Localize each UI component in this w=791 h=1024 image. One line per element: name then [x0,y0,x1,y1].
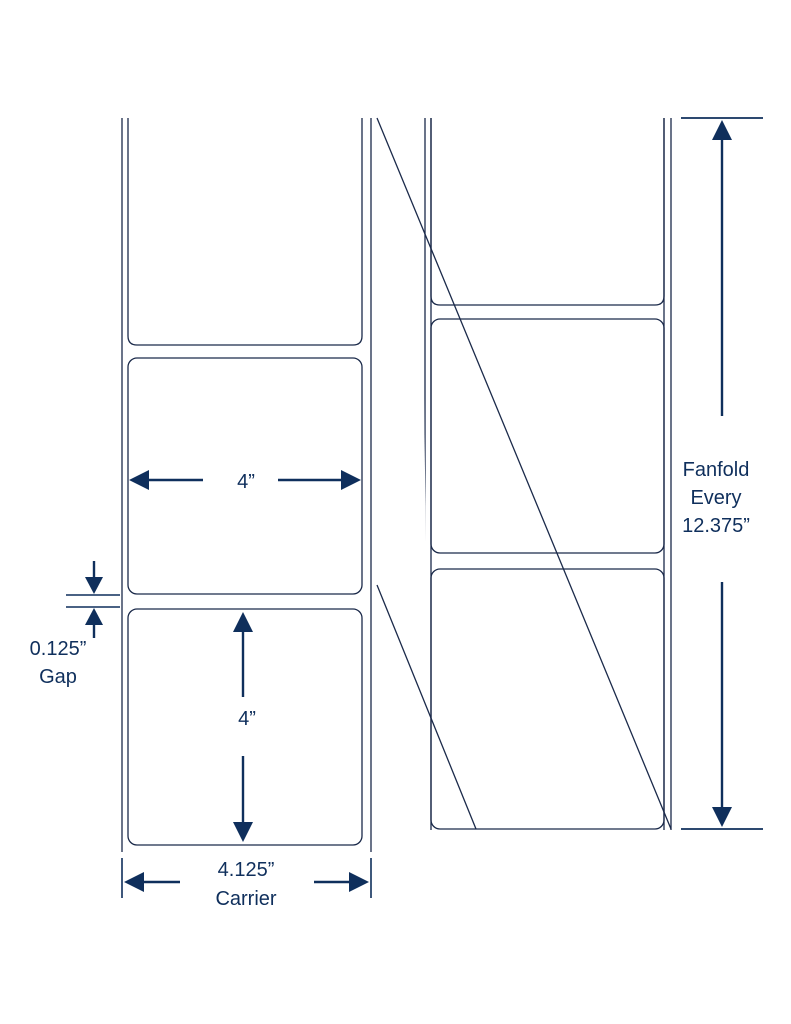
height-arrow-bottom-head [233,822,253,842]
carrier-word-text: Carrier [215,888,276,910]
fanfold-line3-text: 12.375” [682,515,750,537]
fanfold-dimension: Fanfold Every 12.375” [681,117,763,830]
fanfold-arrow-bottom-head [712,807,732,827]
fanfold-line1-text: Fanfold [683,459,750,481]
label-top-partial [127,118,363,346]
label-bottom [127,608,363,846]
carrier-arrow-right-head [349,872,369,892]
back-label-top [430,118,665,306]
fold-lower-edge [376,584,477,830]
carrier-arrow-left-head [124,872,144,892]
back-label-bottom [430,568,665,830]
gap-arrow-top-head [85,577,103,594]
gap-word-text: Gap [39,666,77,688]
fanfold-line2-text: Every [690,487,741,509]
label-middle [127,357,363,595]
carrier-value-text: 4.125” [218,859,275,881]
folded-strip-back [424,118,665,830]
width-arrow-right-head [341,470,361,490]
gap-value-text: 0.125” [30,638,87,660]
label-height-text: 4” [238,708,256,730]
gap-arrow-bottom-head [85,608,103,625]
gap-dimension: 0.125” Gap [30,561,120,688]
back-label-middle [430,318,665,554]
label-width-dimension: 4” [129,470,361,493]
fanfold-arrow-top-head [712,120,732,140]
width-arrow-left-head [129,470,149,490]
carrier-dimension: 4.125” Carrier [121,858,372,910]
label-width-text: 4” [237,471,255,493]
height-arrow-top-head [233,612,253,632]
label-height-dimension: 4” [233,612,256,842]
fold-diagonal-edge [376,117,672,830]
